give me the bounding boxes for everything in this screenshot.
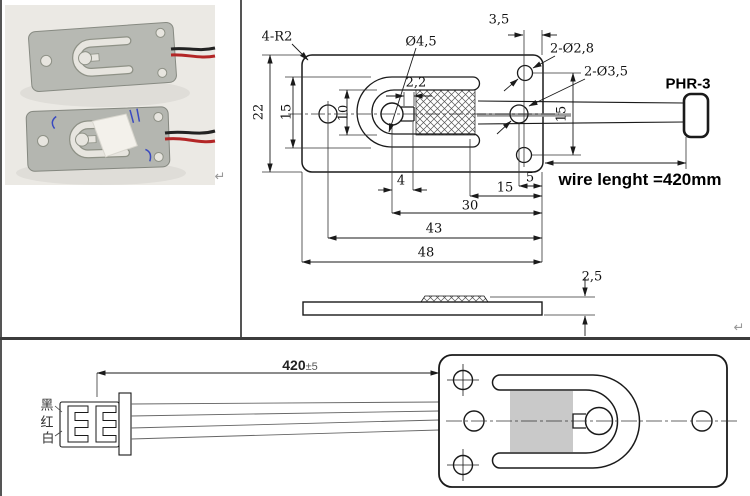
wire-label-red: 红: [40, 414, 54, 430]
connector-pin-comb: [67, 405, 89, 443]
dim-slot-outer: 15: [279, 103, 295, 121]
photo-wire-black-2: [164, 129, 216, 135]
wire-length-tolerance: ±5: [305, 361, 318, 373]
dim-hole-edge-offset: 3,5: [488, 12, 510, 28]
photo-wire-red-2: [164, 137, 216, 144]
connector-drawing: [59, 392, 132, 456]
profile-plate: [302, 301, 543, 316]
sensor-hatch-area: [415, 89, 476, 136]
dim-43: 43: [425, 221, 443, 237]
profile-sensor-bump: [420, 295, 489, 303]
dim-center-hole: Ø4,5: [405, 34, 437, 50]
dim-slot-inner: 10: [336, 104, 352, 122]
dim-30: 30: [461, 198, 479, 214]
extension-lines: [262, 30, 687, 262]
photo-hole: [40, 54, 53, 67]
panel-divider-horizontal: [0, 337, 750, 340]
dim-tab-width: 2,2: [405, 75, 427, 91]
connector-type-label: PHR-3: [665, 75, 711, 93]
dim-15-bottom: 15: [496, 180, 514, 196]
dim-thickness: 2,5: [581, 269, 603, 285]
return-arrow-icon: ↵: [214, 169, 226, 185]
dim-corner-radius: 4-R2: [261, 29, 293, 45]
phr3-connector-symbol: [682, 92, 710, 139]
lead-wires: [477, 100, 685, 125]
bottom-assembly-drawing: [54, 354, 737, 488]
assembly-wires: [130, 401, 440, 440]
panel-divider-vertical: [240, 0, 242, 339]
wire-color-leaders: [54, 405, 63, 437]
u-slot: [356, 76, 481, 148]
wire-length-dim-label: 420±5: [282, 357, 318, 373]
photo-wire-red: [170, 53, 216, 59]
left-border: [0, 0, 2, 496]
sensor-gray-area: [510, 391, 573, 452]
dim-48: 48: [417, 245, 435, 261]
dim-height: 22: [251, 103, 267, 121]
u-slot-bottom: [491, 374, 641, 469]
dim-5: 5: [525, 170, 535, 186]
return-arrow-icon-2: ↵: [733, 320, 745, 336]
dim-small-holes: 2-Ø2,8: [550, 41, 594, 57]
dimension-lines: [267, 32, 687, 265]
photo-plate-bottom: [25, 106, 171, 172]
crosshair-holes: [447, 364, 479, 481]
dim-mount-holes: 2-Ø3,5: [584, 64, 628, 80]
pin-hole-top: [516, 64, 534, 82]
product-photo: [5, 5, 216, 185]
wire-label-white: 白: [41, 430, 55, 446]
wire-label-black: 黑: [40, 397, 54, 413]
dim-hole-spacing: 15: [554, 105, 570, 123]
dim-4: 4: [396, 173, 406, 189]
photo-wire-black: [170, 46, 216, 52]
top-view-drawing: [262, 30, 710, 265]
side-profile-drawing: [302, 277, 595, 336]
photo-tape-blob: [91, 113, 138, 158]
photo-blue-marker-scribbles: [51, 108, 152, 162]
wire-length-note: wire lenght =420mm: [558, 170, 722, 189]
photo-plate-top: [28, 21, 177, 92]
wire-length-value: 420: [282, 357, 306, 373]
